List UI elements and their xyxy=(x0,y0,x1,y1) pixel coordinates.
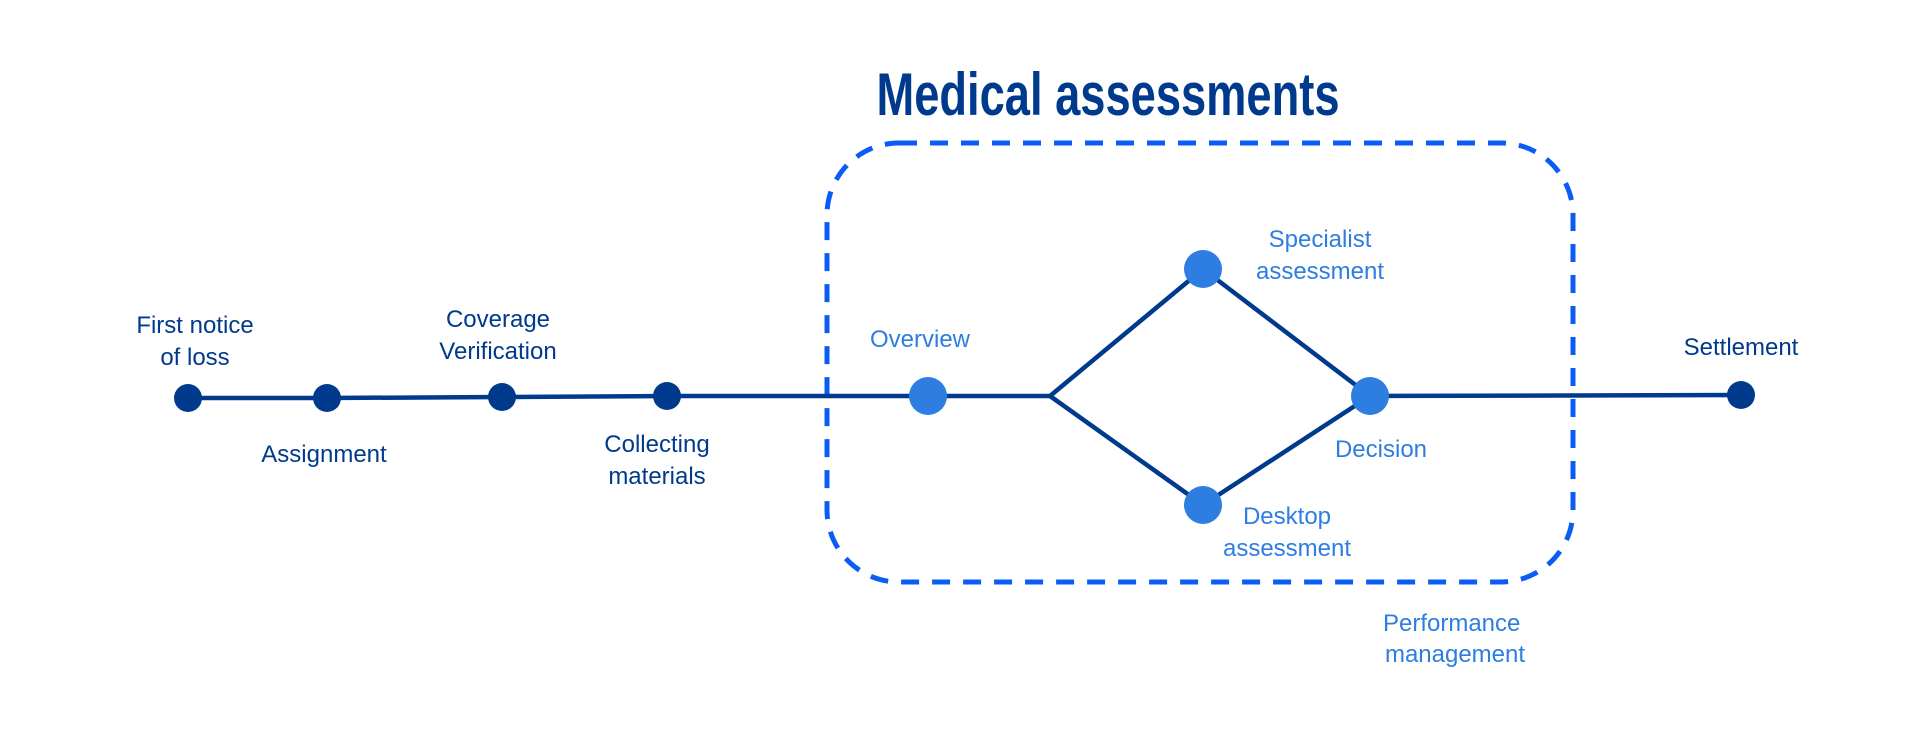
nodes xyxy=(174,250,1755,524)
connector-specialist-to-decision xyxy=(1201,267,1372,398)
node-desktop[interactable] xyxy=(1184,486,1222,524)
label-collecting: Collecting materials xyxy=(604,431,709,490)
medical-assessments-group-box xyxy=(824,140,1576,585)
label-overview: Overview xyxy=(870,326,971,353)
label-settlement-line-1: Settlement xyxy=(1684,334,1799,361)
connectors xyxy=(188,267,1742,507)
label-coverage-line-2: Verification xyxy=(439,338,556,365)
node-fnol[interactable] xyxy=(174,384,202,412)
label-decision-line-1: Decision xyxy=(1335,436,1427,463)
group-title: Medical assessments xyxy=(877,61,1340,128)
performance-management-line-2: management xyxy=(1385,641,1525,668)
label-fnol-line-1: First notice xyxy=(136,312,253,339)
label-decision: Decision xyxy=(1335,436,1427,463)
label-desktop-line-2: assessment xyxy=(1223,535,1351,562)
connector-branch-to-specialist xyxy=(1048,267,1205,398)
connector-assignment-to-coverage xyxy=(326,394,503,401)
node-assignment[interactable] xyxy=(313,384,341,412)
connector-branch-to-desktop xyxy=(1048,394,1205,507)
label-specialist-line-2: assessment xyxy=(1256,258,1384,285)
label-desktop-line-1: Desktop xyxy=(1243,503,1331,530)
connector-desktop-to-decision xyxy=(1201,394,1372,507)
label-assignment: Assignment xyxy=(261,441,387,468)
label-overview-line-1: Overview xyxy=(870,326,971,353)
label-settlement: Settlement xyxy=(1684,334,1799,361)
node-collecting[interactable] xyxy=(653,382,681,410)
label-specialist: Specialist assessment xyxy=(1256,226,1384,285)
label-collecting-line-2: materials xyxy=(608,463,705,490)
node-decision[interactable] xyxy=(1351,377,1389,415)
performance-management-line-1: Performance xyxy=(1383,610,1520,637)
connector-coverage-to-collecting xyxy=(501,393,668,400)
node-coverage[interactable] xyxy=(488,383,516,411)
performance-management-label: Performance management xyxy=(1383,610,1527,668)
label-desktop: Desktop assessment xyxy=(1223,503,1351,562)
node-settlement[interactable] xyxy=(1727,381,1755,409)
label-specialist-line-1: Specialist xyxy=(1269,226,1372,253)
label-assignment-line-1: Assignment xyxy=(261,441,387,468)
node-specialist[interactable] xyxy=(1184,250,1222,288)
node-overview[interactable] xyxy=(909,377,947,415)
label-fnol: First notice of loss xyxy=(136,312,253,371)
label-collecting-line-1: Collecting xyxy=(604,431,709,458)
connector-decision-to-settlement xyxy=(1369,392,1742,399)
label-coverage-line-1: Coverage xyxy=(446,306,550,333)
label-fnol-line-2: of loss xyxy=(160,344,229,371)
